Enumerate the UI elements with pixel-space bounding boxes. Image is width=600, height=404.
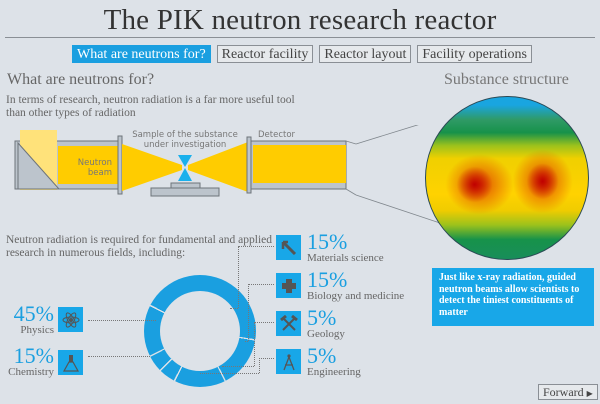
fields-donut-chart [144,275,256,387]
field-engineering: 5% Engineering [307,343,361,379]
tab-what-are-neutrons-for[interactable]: What are neutrons for? [72,45,211,63]
sample-label: Sample of the substance [132,130,238,140]
connector-engineering [259,358,274,373]
connector-biology [248,284,274,341]
detector-label: Detector [258,130,296,140]
medical-cross-icon [276,273,301,298]
structure-callout: Just like x-ray radiation, guided neutro… [432,268,594,326]
section-intro: In terms of research, neutron radiation … [6,94,295,119]
structure-heading: Substance structure [444,71,569,88]
tab-reactor-facility[interactable]: Reactor facility [216,45,314,63]
section-heading: What are neutrons for? [7,71,155,88]
compass-icon [276,349,301,374]
title-divider [5,37,595,38]
beam-label: Neutron [77,158,112,168]
field-geology: 5% Geology [307,305,345,341]
connector-chemistry [88,356,150,357]
field-biology-medicine: 15% Biology and medicine [307,267,405,303]
atom-icon [58,307,83,332]
tab-reactor-layout[interactable]: Reactor layout [319,45,412,63]
connector-physics [88,320,156,321]
substance-structure-heatmap [425,96,589,260]
field-physics: 45% Physics [13,301,54,337]
neutron-beam-diagram: Neutron beam Sample of the substance und… [0,125,440,235]
play-arrow-icon: ▶ [586,389,593,398]
field-materials-science: 15% Materials science [307,229,384,265]
connector-materials [238,246,274,308]
fields-intro: Neutron radiation is required for fundam… [6,234,273,259]
forward-button[interactable]: Forward ▶ [538,384,598,400]
field-chemistry: 15% Chemistry [8,343,54,379]
flask-icon [58,350,83,375]
beam-apparatus-illustration [14,125,440,224]
caliper-icon [276,235,301,260]
tab-bar: What are neutrons for? Reactor facility … [0,45,600,63]
tab-facility-operations[interactable]: Facility operations [417,45,532,63]
connector-geology [254,322,274,366]
crossed-hammers-icon [276,311,301,336]
page-title: The PIK neutron research reactor [103,4,497,36]
